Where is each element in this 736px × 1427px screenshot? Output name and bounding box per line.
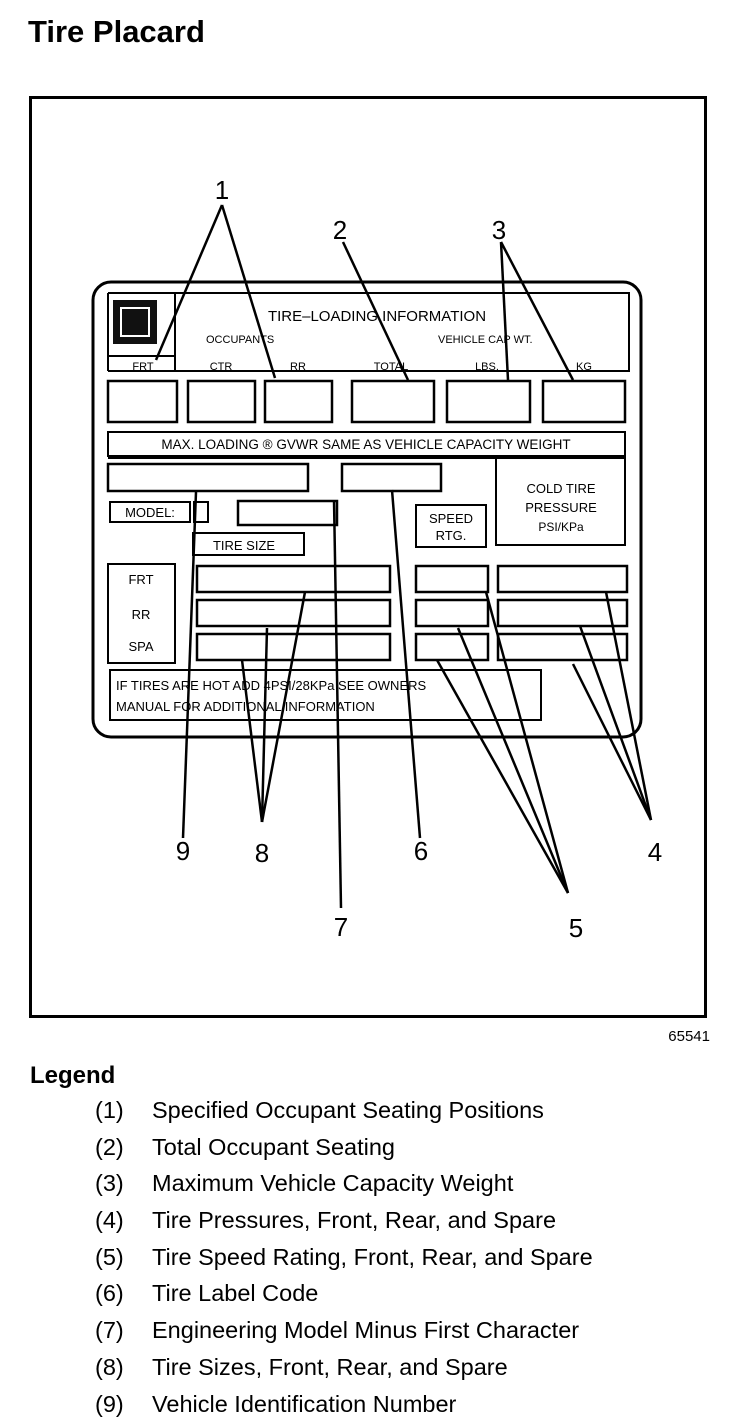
callout-7: 7 [334,912,348,942]
legend-text: Tire Pressures, Front, Rear, and Spare [152,1207,556,1234]
legend-num: (4) [95,1207,124,1234]
leader-3a [501,242,508,380]
box-rr [265,381,332,422]
callout-3: 3 [492,215,506,245]
callout-6: 6 [414,836,428,866]
box-ctr [188,381,255,422]
footer-line-1: IF TIRES ARE HOT ADD 4PSI/28KPa SEE OWNE… [116,678,427,693]
legend-num: (2) [95,1134,124,1161]
callout-1: 1 [215,175,229,205]
legend-item: (2) Total Occupant Seating [0,1134,736,1171]
col-frt: FRT [132,361,153,373]
footer-line-2: MANUAL FOR ADDITIONAL INFORMATION [116,699,375,714]
position-rr: RR [132,607,151,622]
col-rr: RR [290,361,306,373]
legend-item: (4) Tire Pressures, Front, Rear, and Spar… [0,1207,736,1244]
pressure-spa-box [498,634,627,660]
legend-item: (6) Tire Label Code [0,1280,736,1317]
leader-4c [606,592,651,820]
speed-rtg-2: RTG. [436,528,467,543]
callout-4: 4 [648,837,662,867]
legend-text: Tire Label Code [152,1280,318,1307]
box-frt [108,381,177,422]
leader-5c [486,592,568,893]
legend-item: (5) Tire Speed Rating, Front, Rear, and S… [0,1244,736,1281]
leader-5b [458,628,568,893]
legend-text: Tire Sizes, Front, Rear, and Spare [152,1354,508,1381]
legend-num: (9) [95,1391,124,1418]
legend-item: (1) Specified Occupant Seating Positions [0,1097,736,1134]
size-frt-box [197,566,390,592]
size-rr-box [197,600,390,626]
legend-item: (3) Maximum Vehicle Capacity Weight [0,1170,736,1207]
leader-9 [183,492,196,838]
col-kg: KG [576,361,592,373]
legend-num: (6) [95,1280,124,1307]
leader-5a [437,660,568,893]
legend-text: Tire Speed Rating, Front, Rear, and Spar… [152,1244,593,1271]
box-kg [543,381,625,422]
col-lbs: LBS. [475,361,499,373]
legend-text: Specified Occupant Seating Positions [152,1097,544,1124]
callout-9: 9 [176,836,190,866]
legend-item: (9) Vehicle Identification Number [0,1391,736,1427]
legend-title: Legend [30,1062,115,1090]
legend-item: (7) Engineering Model Minus First Charact… [0,1317,736,1354]
leader-1b [222,205,275,378]
legend-text: Engineering Model Minus First Character [152,1317,579,1344]
speed-frt-box [416,566,488,592]
callout-8: 8 [255,838,269,868]
legend-text: Vehicle Identification Number [152,1391,456,1418]
vin-box [108,464,308,491]
capacity-label: VEHICLE CAP WT. [438,334,533,346]
leader-3b [501,242,573,380]
legend-num: (3) [95,1170,124,1197]
tire-size-label: TIRE SIZE [213,538,275,553]
speed-rtg-1: SPEED [429,511,473,526]
legend-num: (7) [95,1317,124,1344]
pressure-frt-box [498,566,627,592]
legend-num: (5) [95,1244,124,1271]
speed-rr-box [416,600,488,626]
gvwr-note: MAX. LOADING ® GVWR SAME AS VEHICLE CAPA… [161,437,570,452]
position-frt: FRT [128,572,153,587]
figure-id: 65541 [668,1028,710,1045]
position-spa: SPA [128,639,153,654]
legend-num: (1) [95,1097,124,1124]
legend-text: Total Occupant Seating [152,1134,395,1161]
legend-num: (8) [95,1354,124,1381]
legend-item: (8) Tire Sizes, Front, Rear, and Spare [0,1354,736,1391]
tire-label-box [342,464,441,491]
col-ctr: CTR [210,361,233,373]
gm-logo-icon [113,300,157,344]
cold-tire-2: PRESSURE [525,500,597,515]
model-label: MODEL: [125,505,175,520]
model-code-box [238,501,337,525]
box-lbs [447,381,530,422]
box-total [352,381,434,422]
speed-spa-box [416,634,488,660]
leader-4a [573,664,651,820]
callout-5: 5 [569,913,583,943]
cold-tire-3: PSI/KPa [538,520,584,534]
cold-tire-1: COLD TIRE [526,481,595,496]
legend-list: (1)Specified Occupant Seating Positions … [0,1097,736,1427]
tire-placard-diagram: TIRE–LOADING INFORMATION OCCUPANTS VEHIC… [0,0,736,1030]
legend-text: Maximum Vehicle Capacity Weight [152,1170,513,1197]
callout-2: 2 [333,215,347,245]
